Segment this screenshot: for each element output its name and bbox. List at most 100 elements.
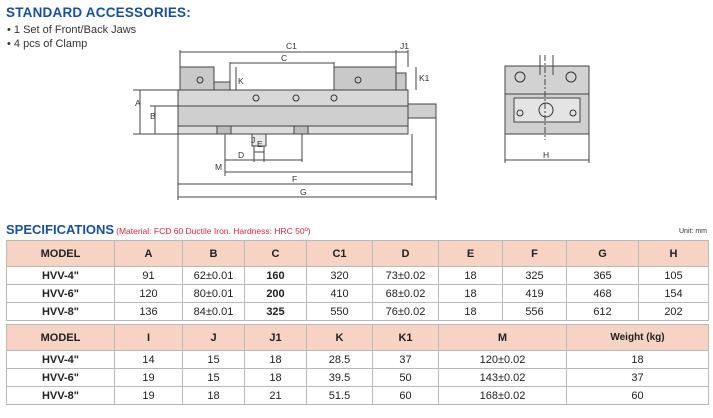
table-cell: 60 bbox=[566, 386, 709, 405]
table-cell: 410 bbox=[306, 284, 373, 303]
table-cell: 325 bbox=[502, 266, 567, 285]
dim-label-k: K bbox=[238, 76, 244, 86]
column-header: F bbox=[502, 240, 567, 267]
table-cell: 143±0.02 bbox=[438, 368, 567, 387]
table-cell: 18 bbox=[244, 368, 307, 387]
accessory-item-jaws: • 1 Set of Front/Back Jaws bbox=[7, 24, 137, 36]
table-cell: 50 bbox=[372, 368, 439, 387]
table-cell: 550 bbox=[306, 302, 373, 321]
table-cell: 325 bbox=[244, 302, 307, 321]
table-cell: 73±0.02 bbox=[372, 266, 439, 285]
specifications-table-1: MODEL A B C C1 D E F G H HVV-4" 91 62±0.… bbox=[6, 240, 709, 321]
specifications-table-2: MODEL I J J1 K K1 M Weight (kg) HVV-4" 1… bbox=[6, 324, 709, 405]
table-cell: 136 bbox=[114, 302, 183, 321]
dim-label-e: E bbox=[257, 139, 263, 149]
accessories-title: STANDARD ACCESSORIES: bbox=[6, 5, 191, 20]
table-cell: 37 bbox=[372, 350, 439, 369]
table-cell: 160 bbox=[244, 266, 307, 285]
column-header: J1 bbox=[244, 324, 307, 351]
dim-label-g: G bbox=[300, 187, 307, 197]
accessory-item-clamp: • 4 pcs of Clamp bbox=[7, 38, 88, 50]
table-row: HVV-4" 91 62±0.01 160 320 73±0.02 18 325… bbox=[6, 266, 709, 285]
column-header: C bbox=[244, 240, 307, 267]
table-cell: 21 bbox=[244, 386, 307, 405]
column-header: Weight (kg) bbox=[566, 324, 709, 351]
table-cell: 18 bbox=[244, 350, 307, 369]
table-cell: 39.5 bbox=[306, 368, 373, 387]
table-header-row: MODEL A B C C1 D E F G H bbox=[6, 240, 709, 267]
table-cell: 18 bbox=[438, 284, 503, 303]
column-header: K1 bbox=[372, 324, 439, 351]
column-header: J bbox=[182, 324, 245, 351]
table-cell: 120±0.02 bbox=[438, 350, 567, 369]
table-cell: 154 bbox=[638, 284, 709, 303]
column-header: B bbox=[182, 240, 245, 267]
dim-label-k1: K1 bbox=[419, 73, 430, 83]
vise-technical-drawing: C1 C J1 K1 K A B J E D M F G H bbox=[133, 41, 590, 200]
specifications-note: (Material: FCD 60 Ductile Iron. Hardness… bbox=[116, 226, 311, 236]
table-cell: 365 bbox=[566, 266, 639, 285]
column-header: E bbox=[438, 240, 503, 267]
unit-label: Unit: mm bbox=[679, 228, 707, 235]
table-cell: 60 bbox=[372, 386, 439, 405]
table-row: HVV-8" 19 18 21 51.5 60 168±0.02 60 bbox=[6, 386, 709, 405]
dim-label-c1: C1 bbox=[286, 41, 297, 51]
table-cell: HVV-8" bbox=[6, 386, 115, 405]
table-cell: 18 bbox=[566, 350, 709, 369]
column-header: MODEL bbox=[6, 240, 115, 267]
dim-label-c: C bbox=[281, 53, 287, 63]
table-cell: 15 bbox=[182, 368, 245, 387]
table-cell: 105 bbox=[638, 266, 709, 285]
table-row: HVV-8" 136 84±0.01 325 550 76±0.02 18 55… bbox=[6, 302, 709, 321]
table-cell: 19 bbox=[114, 368, 183, 387]
table-cell: 200 bbox=[244, 284, 307, 303]
table-cell: 68±0.02 bbox=[372, 284, 439, 303]
dim-label-d: D bbox=[238, 150, 244, 160]
table-cell: 15 bbox=[182, 350, 245, 369]
column-header: C1 bbox=[306, 240, 373, 267]
table-cell: 320 bbox=[306, 266, 373, 285]
table-cell: 612 bbox=[566, 302, 639, 321]
specifications-title: SPECIFICATIONS bbox=[6, 222, 115, 237]
table-cell: 91 bbox=[114, 266, 183, 285]
table-cell: 168±0.02 bbox=[438, 386, 567, 405]
table-cell: 18 bbox=[438, 266, 503, 285]
table-cell: 51.5 bbox=[306, 386, 373, 405]
table-cell: HVV-8" bbox=[6, 302, 115, 321]
dim-label-j1: J1 bbox=[400, 41, 409, 51]
table-row: HVV-6" 19 15 18 39.5 50 143±0.02 37 bbox=[6, 368, 709, 387]
table-cell: 80±0.01 bbox=[182, 284, 245, 303]
table-cell: HVV-6" bbox=[6, 368, 115, 387]
table-row: HVV-4" 14 15 18 28.5 37 120±0.02 18 bbox=[6, 350, 709, 369]
column-header: A bbox=[114, 240, 183, 267]
table-cell: 556 bbox=[502, 302, 567, 321]
table-row: HVV-6" 120 80±0.01 200 410 68±0.02 18 41… bbox=[6, 284, 709, 303]
column-header: G bbox=[566, 240, 639, 267]
dim-label-j: J bbox=[251, 135, 255, 145]
table-cell: 18 bbox=[182, 386, 245, 405]
specifications-heading: SPECIFICATIONS(Material: FCD 60 Ductile … bbox=[6, 222, 311, 237]
table-cell: 28.5 bbox=[306, 350, 373, 369]
table-cell: HVV-6" bbox=[6, 284, 115, 303]
table-cell: HVV-4" bbox=[6, 266, 115, 285]
table-header-row: MODEL I J J1 K K1 M Weight (kg) bbox=[6, 324, 709, 351]
table-cell: 18 bbox=[438, 302, 503, 321]
dim-label-a: A bbox=[135, 98, 141, 108]
dim-label-h: H bbox=[543, 150, 549, 160]
table-cell: 419 bbox=[502, 284, 567, 303]
column-header: MODEL bbox=[6, 324, 115, 351]
table-cell: 76±0.02 bbox=[372, 302, 439, 321]
dim-label-b: B bbox=[150, 111, 156, 121]
table-cell: 120 bbox=[114, 284, 183, 303]
column-header: K bbox=[306, 324, 373, 351]
column-header: H bbox=[638, 240, 709, 267]
table-cell: 14 bbox=[114, 350, 183, 369]
table-cell: 84±0.01 bbox=[182, 302, 245, 321]
dim-label-f: F bbox=[292, 174, 297, 184]
column-header: D bbox=[372, 240, 439, 267]
table-cell: 19 bbox=[114, 386, 183, 405]
dim-label-m: M bbox=[215, 162, 222, 172]
table-cell: HVV-4" bbox=[6, 350, 115, 369]
table-cell: 37 bbox=[566, 368, 709, 387]
column-header: M bbox=[438, 324, 567, 351]
